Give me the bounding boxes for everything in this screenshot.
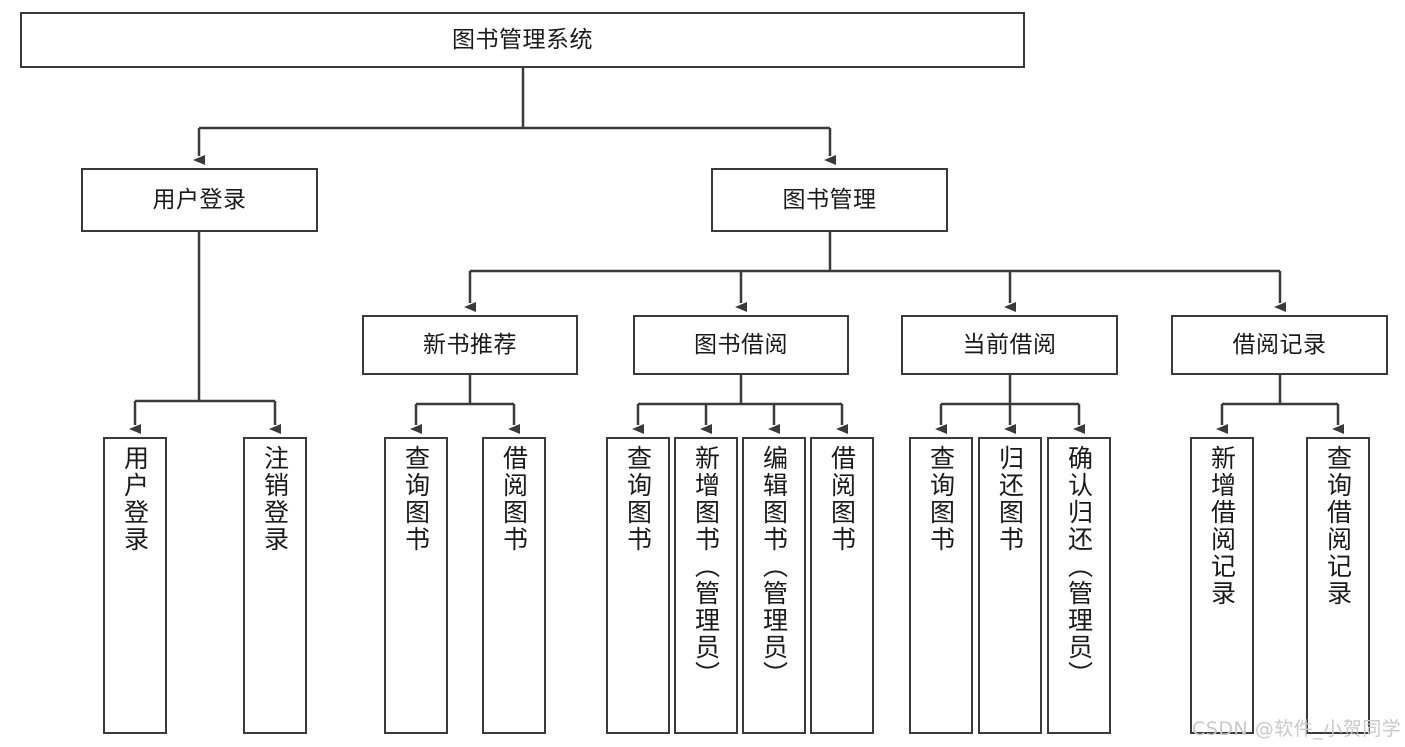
leaf-borrow-borrow-book[interactable]: 借阅图书 (810, 437, 874, 734)
leaf-label: 编辑图书（管理员） (759, 445, 789, 688)
leaf-user-login-login[interactable]: 用户登录 (103, 437, 167, 734)
node-book-management-label: 图书管理 (782, 186, 877, 213)
leaf-label: 查询借阅记录 (1323, 445, 1353, 607)
leaf-label: 注销登录 (260, 445, 290, 553)
leaf-label: 查询图书 (623, 445, 653, 553)
node-book-borrow-label: 图书借阅 (694, 331, 788, 358)
node-root[interactable]: 图书管理系统 (20, 12, 1025, 68)
node-new-book-recommend[interactable]: 新书推荐 (362, 315, 578, 375)
leaf-borrow-query-book[interactable]: 查询图书 (606, 437, 670, 734)
leaf-label: 查询图书 (401, 445, 431, 553)
leaf-recommend-query-book[interactable]: 查询图书 (384, 437, 448, 734)
node-current-borrow[interactable]: 当前借阅 (901, 315, 1118, 375)
node-borrow-record-label: 借阅记录 (1232, 331, 1327, 358)
leaf-label: 借阅图书 (499, 445, 529, 553)
leaf-current-query-book[interactable]: 查询图书 (909, 437, 973, 734)
leaf-label: 新增图书（管理员） (691, 445, 721, 688)
node-root-label: 图书管理系统 (452, 26, 593, 53)
leaf-label: 借阅图书 (827, 445, 857, 553)
leaf-user-login-logout[interactable]: 注销登录 (243, 437, 307, 734)
node-current-borrow-label: 当前借阅 (962, 331, 1057, 358)
node-book-management[interactable]: 图书管理 (711, 168, 948, 232)
leaf-borrow-add-book[interactable]: 新增图书（管理员） (674, 437, 738, 734)
node-new-book-recommend-label: 新书推荐 (423, 331, 517, 358)
leaf-label: 用户登录 (120, 445, 150, 553)
node-book-borrow[interactable]: 图书借阅 (633, 315, 849, 375)
leaf-borrow-edit-book[interactable]: 编辑图书（管理员） (742, 437, 806, 734)
leaf-current-confirm-return[interactable]: 确认归还（管理员） (1047, 437, 1111, 734)
watermark: CSDN @软件_小贺同学 (1192, 718, 1402, 740)
leaf-recommend-borrow-book[interactable]: 借阅图书 (482, 437, 546, 734)
leaf-label: 查询图书 (926, 445, 956, 553)
node-borrow-record[interactable]: 借阅记录 (1171, 315, 1388, 375)
leaf-label: 新增借阅记录 (1207, 445, 1237, 607)
leaf-record-add-record[interactable]: 新增借阅记录 (1190, 437, 1254, 734)
node-user-login-label: 用户登录 (152, 186, 247, 213)
leaf-label: 归还图书 (995, 445, 1025, 553)
leaf-record-query-record[interactable]: 查询借阅记录 (1306, 437, 1370, 734)
node-user-login[interactable]: 用户登录 (81, 168, 318, 232)
leaf-label: 确认归还（管理员） (1064, 445, 1094, 688)
leaf-current-return-book[interactable]: 归还图书 (978, 437, 1042, 734)
